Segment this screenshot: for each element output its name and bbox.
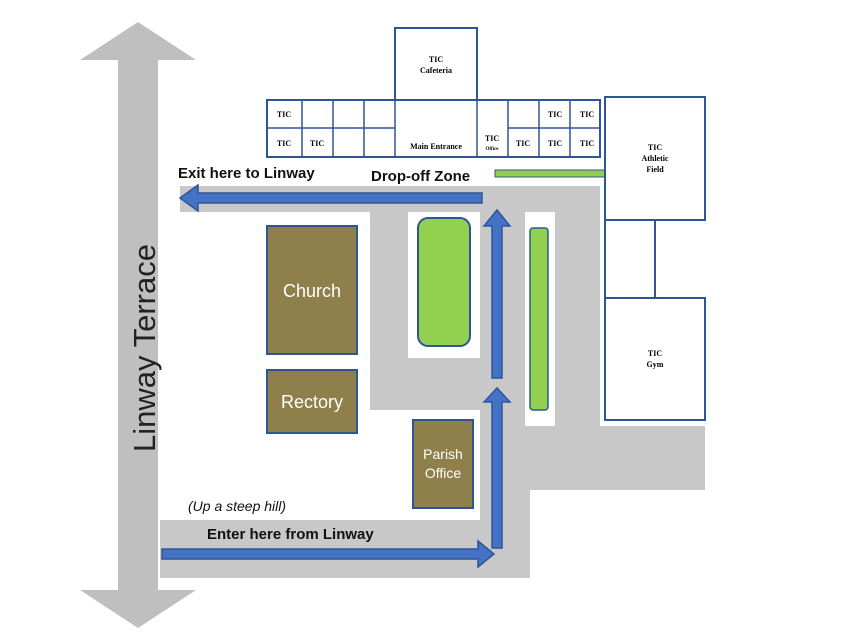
cafeteria [394,27,478,101]
hill-note: (Up a steep hill) [188,498,286,514]
classroom-label: TIC [277,139,291,148]
up-arrow-upper [482,208,512,379]
rectory [266,369,358,434]
classroom-label: TIC [277,110,291,119]
campus-road [160,186,705,578]
rectory-label: Rectory [281,392,343,412]
cafeteria-label-1: TIC [429,55,443,64]
school-building [266,27,601,158]
up-arrow-lower [482,386,512,549]
classroom-label: TIC [548,110,562,119]
gym-label-1: TIC [648,349,662,358]
enter-label: Enter here from Linway [207,526,374,543]
cafeteria-label-2: Cafeteria [420,66,452,75]
classroom-label: TIC [516,139,530,148]
church [266,225,358,355]
parish-office [412,419,474,509]
exit-arrow [178,183,483,213]
connector-building [604,219,656,299]
gym [604,297,706,421]
classroom-label: TIC [580,110,594,119]
classroom-label: TIC [580,139,594,148]
dropoff-strip [494,169,606,178]
athletic-label-3: Field [646,165,664,174]
office-label-2: Office [485,147,499,152]
classroom-label: TIC [310,139,324,148]
classroom-label: TIC [548,139,562,148]
athletic-label-1: TIC [648,143,662,152]
office-label-1: TIC [485,134,499,143]
gym-label-2: Gym [647,360,664,369]
athletic-field [604,96,706,421]
athletic-label-2: Athletic [641,154,669,163]
green-island-narrow [529,227,549,411]
linway-terrace-street [80,22,196,628]
exit-label: Exit here to Linway [178,165,315,182]
church-label: Church [283,281,341,301]
parish-office-label-2: Office [425,465,462,481]
parish-office-label-1: Parish [423,446,463,462]
main-entrance-label: Main Entrance [410,142,462,151]
dropoff-label: Drop-off Zone [371,168,470,185]
street-label: Linway Terrace [127,244,162,452]
enter-arrow [161,539,496,569]
green-island-large [417,217,471,347]
